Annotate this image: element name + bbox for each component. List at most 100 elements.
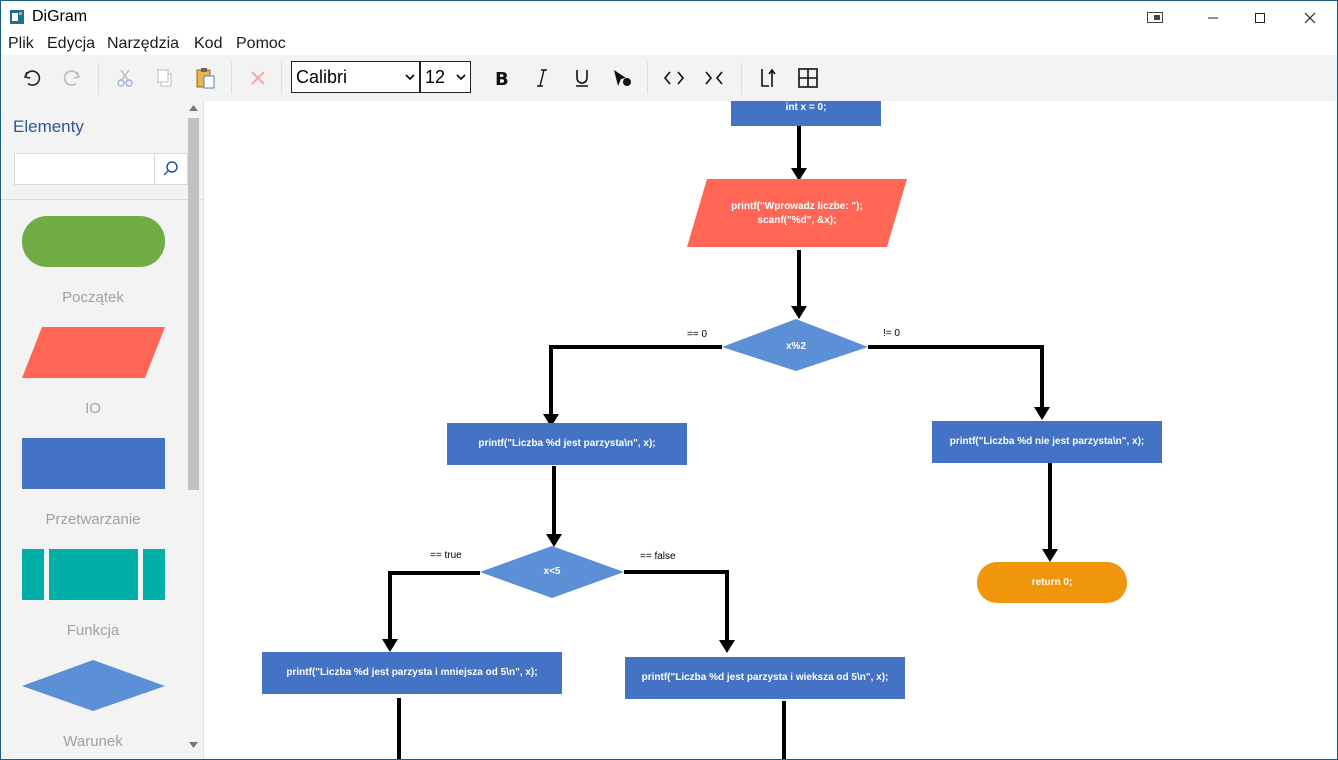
io-node-line1: printf("Wprowadz liczbe: "); [731,201,863,212]
copy-button[interactable] [150,63,180,93]
even-big-node[interactable]: printf("Liczba %d jest parzysta i wieksz… [625,657,905,699]
scroll-up-icon[interactable] [189,105,198,111]
io-node[interactable]: printf("Wprowadz liczbe: "); scanf("%d",… [707,197,887,231]
function-shape [22,549,165,600]
close-button[interactable] [1287,1,1333,34]
restore-tab-button[interactable] [1132,1,1178,34]
underline-icon [576,70,588,87]
process-shape [22,438,165,489]
minimize-button[interactable] [1190,1,1236,34]
font-family-select[interactable]: Calibri [291,61,420,93]
cut-button[interactable] [110,63,140,93]
edge-label-true: == true [430,550,462,561]
shape-label-start: Początek [62,289,124,306]
io-node-line2: scanf("%d", &x); [757,215,837,226]
title-bar: DiGram [1,1,1337,34]
start-shape [22,216,165,267]
search-button[interactable] [154,153,188,185]
decision-x2-node[interactable]: x%2 [764,337,828,357]
fill-color-button[interactable] [607,63,637,93]
menu-narzedzia[interactable]: Narzędzia [107,35,180,52]
scrollbar-thumb[interactable] [188,118,199,490]
decision-x5-shape [480,546,624,598]
paste-icon [196,68,215,89]
shape-label-process: Przetwarzanie [45,511,141,528]
redo-icon [63,70,81,86]
grid-button[interactable] [793,63,823,93]
tab-icon [1147,11,1163,23]
elements-panel: Elementy Początek IO Przetwarzanie Funkc… [1,101,204,759]
palette-scrollbar[interactable] [186,101,201,759]
even-node[interactable]: printf("Liczba %d jest parzysta\n", x); [447,423,687,465]
delete-button[interactable] [243,63,273,93]
undo-button[interactable] [17,63,47,93]
svg-text:B: B [495,69,509,88]
edge-label-ne0: != 0 [883,328,900,339]
font-family-value: Calibri [296,67,348,87]
menu-bar: Plik Edycja Narzędzia Kod Pomoc [1,34,1337,55]
menu-plik[interactable]: Plik [8,35,34,52]
underline-button[interactable] [567,63,597,93]
return-shape [977,562,1127,603]
search-input[interactable] [14,153,155,185]
edge-label-false: == false [640,551,676,562]
menu-pomoc[interactable]: Pomoc [236,35,286,52]
italic-icon [537,69,547,87]
menu-kod[interactable]: Kod [194,35,223,52]
collapse-code-icon [705,71,723,85]
chevron-down-icon [456,74,466,81]
shape-label-io: IO [85,400,101,417]
maximize-icon [1255,12,1265,23]
fill-icon [614,70,631,86]
decision-x5-label: x<5 [543,566,561,577]
even-small-label: printf("Liczba %d jest parzysta i mniejs… [286,667,538,678]
window-title: DiGram [32,8,88,25]
diagram-canvas[interactable]: int x = 0; printf("Wprowadz liczbe: "); … [204,101,1337,759]
minimize-icon [1208,17,1218,18]
font-size-select[interactable]: 12 [420,61,471,93]
shape-label-decision: Warunek [63,733,123,750]
toolbar: Calibri 12 B [1,55,1337,101]
font-size-value: 12 [425,67,446,87]
cut-icon [117,69,133,87]
expand-code-button[interactable] [659,63,689,93]
bold-icon: B [495,69,509,88]
menu-edycja[interactable]: Edycja [47,35,96,52]
odd-node[interactable]: printf("Liczba %d nie jest parzysta\n", … [932,421,1162,463]
redo-button[interactable] [57,63,87,93]
return-node-label: return 0; [1031,576,1073,588]
collapse-code-button[interactable] [699,63,729,93]
io-shape [22,327,165,378]
connectors [382,126,1127,759]
shape-label-function: Funkcja [66,622,120,639]
bold-button[interactable]: B [487,63,517,93]
paste-button[interactable] [190,63,220,93]
sort-button[interactable] [753,63,783,93]
decision-x5-node[interactable]: x<5 [520,562,584,582]
decision-x2-shape [722,319,868,371]
decision-x2-label: x%2 [785,341,806,352]
return-node[interactable]: return 0; [977,562,1127,603]
undo-icon [23,70,41,86]
app-icon [10,10,24,24]
sort-icon [761,68,776,87]
even-big-label: printf("Liczba %d jest parzysta i wieksz… [641,672,889,683]
maximize-button[interactable] [1237,1,1283,34]
delete-icon [251,71,265,85]
close-icon [1304,12,1316,23]
init-node-label: int x = 0; [785,102,827,113]
expand-code-icon [663,71,685,85]
odd-node-label: printf("Liczba %d nie jest parzysta\n", … [949,436,1145,447]
search-icon [163,161,178,176]
copy-icon [157,69,172,87]
edge-label-eq0: == 0 [687,329,708,340]
panel-title: Elementy [13,117,84,136]
decision-shape [22,660,165,711]
italic-button[interactable] [527,63,557,93]
init-node[interactable]: int x = 0; [731,101,881,126]
shapes-palette [22,216,165,711]
scroll-down-icon[interactable] [189,742,198,748]
even-small-node[interactable]: printf("Liczba %d jest parzysta i mniejs… [262,652,562,694]
chevron-down-icon [405,74,415,81]
